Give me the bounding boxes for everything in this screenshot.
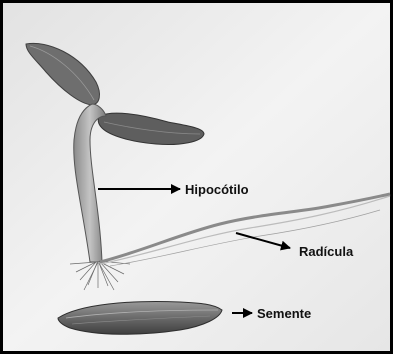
- seed-label: Semente: [257, 306, 311, 321]
- radicle-label: Radícula: [299, 244, 354, 259]
- hypocotyl-label: Hipocótilo: [185, 182, 249, 197]
